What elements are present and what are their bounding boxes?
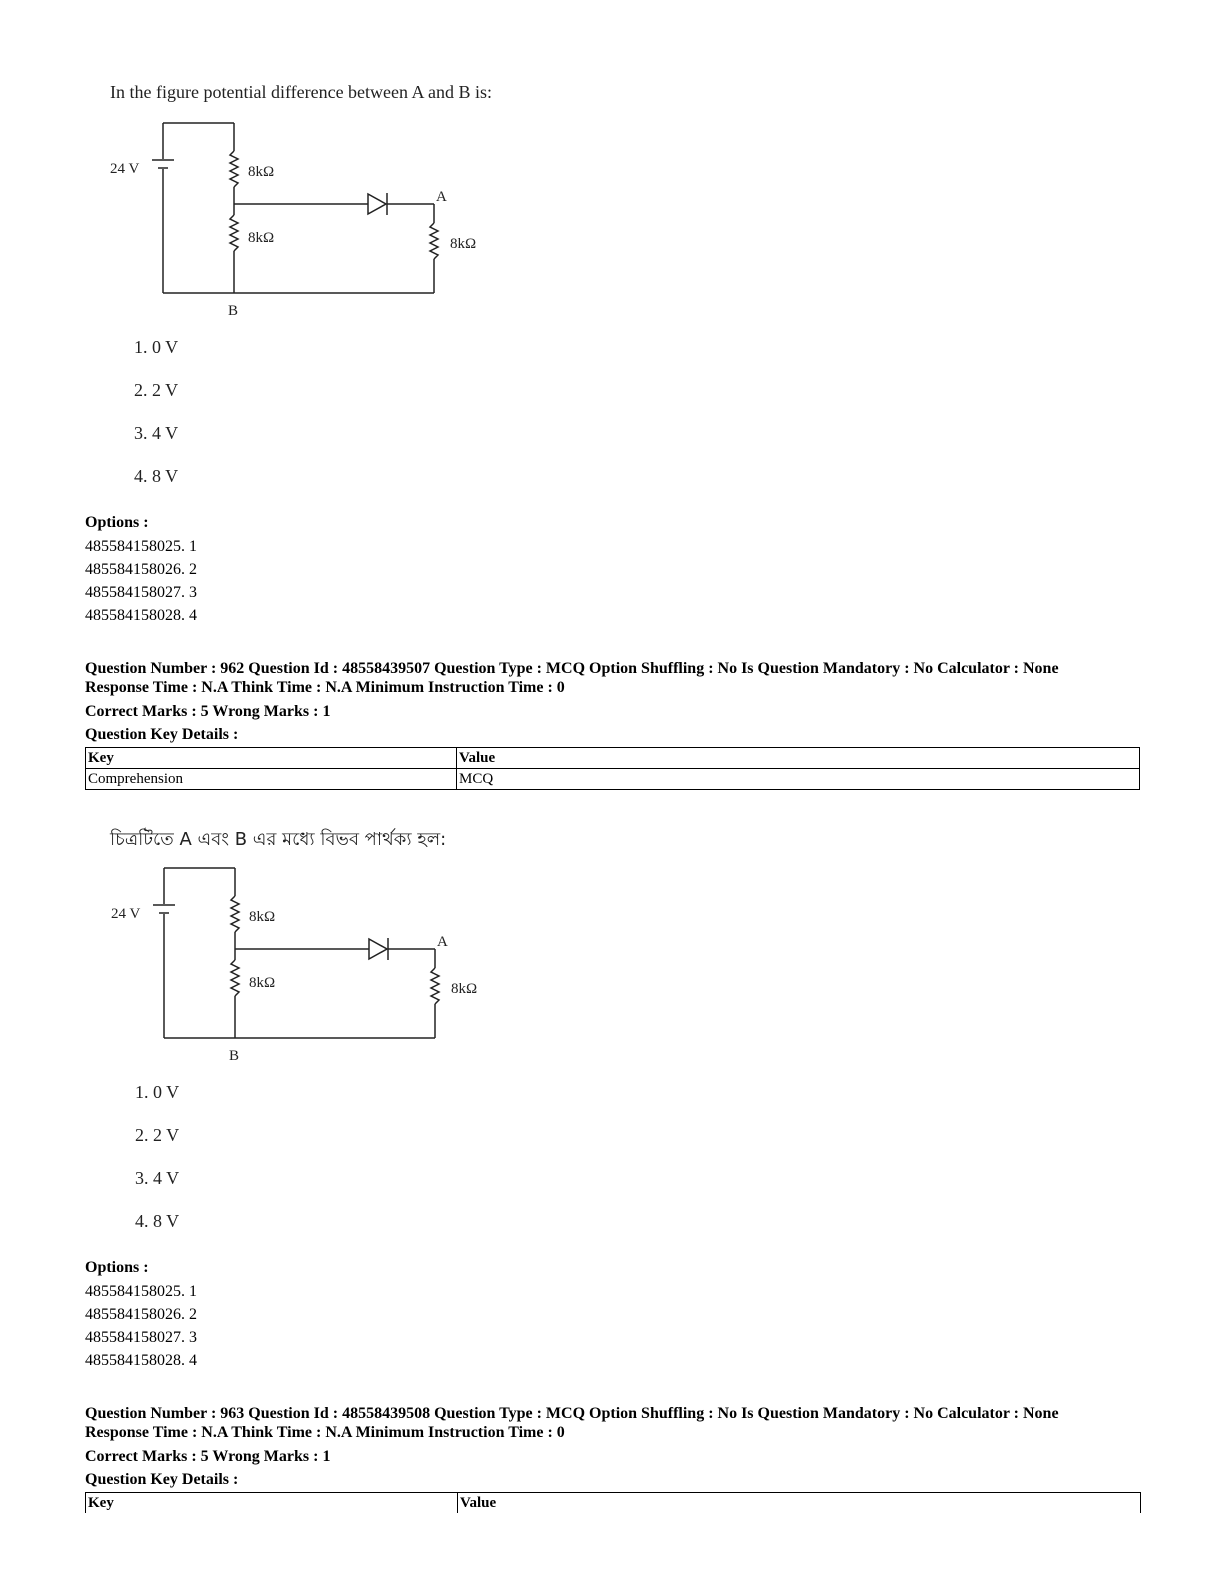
question-meta-line: Question Number : 963 Question Id : 4855… (85, 1405, 1059, 1422)
choice-3: 3. 4 V (134, 423, 179, 443)
option-id-1: 485584158025. 1 (85, 538, 197, 555)
battery-label: 24 V (110, 161, 139, 177)
key-header: Key (85, 747, 457, 769)
resistor-3-label: 8kΩ (450, 236, 476, 252)
choice-3: 3. 4 V (135, 1168, 180, 1188)
key-details-label: Question Key Details : (85, 726, 239, 743)
marks-line: Correct Marks : 5 Wrong Marks : 1 (85, 1448, 331, 1465)
resistor-2-label: 8kΩ (248, 230, 274, 246)
key-details-table: Key Value (85, 1492, 1141, 1513)
table-cell: Comprehension (85, 768, 457, 790)
option-id-4: 485584158028. 4 (85, 1352, 197, 1369)
options-label: Options : (85, 1259, 149, 1276)
resistor-1-label: 8kΩ (249, 909, 275, 925)
choice-1: 1. 0 V (134, 337, 179, 357)
key-details-label: Question Key Details : (85, 1471, 239, 1488)
choice-2: 2. 2 V (135, 1125, 180, 1145)
choice-2: 2. 2 V (134, 380, 179, 400)
table-cell: MCQ (456, 768, 1140, 790)
resistor-2-label: 8kΩ (249, 975, 275, 991)
choice-4: 4. 8 V (135, 1211, 180, 1231)
option-id-4: 485584158028. 4 (85, 607, 197, 624)
key-details-table: Key Value Comprehension MCQ (85, 747, 1140, 790)
option-id-1: 485584158025. 1 (85, 1283, 197, 1300)
timing-meta-line: Response Time : N.A Think Time : N.A Min… (85, 1424, 565, 1441)
option-id-3: 485584158027. 3 (85, 1329, 197, 1346)
battery-label: 24 V (111, 906, 140, 922)
table-header-row: Key Value (85, 747, 1140, 769)
circuit-diagram-2: 24 V 8kΩ 8kΩ 8kΩ A B (111, 867, 477, 1064)
node-b-label: B (228, 303, 238, 319)
resistor-3-label: 8kΩ (451, 981, 477, 997)
option-id-3: 485584158027. 3 (85, 584, 197, 601)
option-id-2: 485584158026. 2 (85, 561, 197, 578)
question-text-2: চিত্রটিতে A এবং B এর মধ্যে বিভব পার্থক্য… (110, 829, 447, 850)
choice-1: 1. 0 V (135, 1082, 180, 1102)
timing-meta-line: Response Time : N.A Think Time : N.A Min… (85, 679, 565, 696)
resistor-1-label: 8kΩ (248, 164, 274, 180)
table-row: Comprehension MCQ (85, 768, 1140, 790)
option-id-2: 485584158026. 2 (85, 1306, 197, 1323)
choice-4: 4. 8 V (134, 466, 179, 486)
value-header: Value (456, 747, 1140, 769)
question-meta-line: Question Number : 962 Question Id : 4855… (85, 660, 1059, 677)
options-label: Options : (85, 514, 149, 531)
circuit-diagram-1: 24 V 8kΩ 8kΩ 8kΩ A B (110, 122, 476, 319)
node-a-label: A (436, 189, 447, 205)
marks-line: Correct Marks : 5 Wrong Marks : 1 (85, 703, 331, 720)
question-text-1: In the figure potential difference betwe… (110, 82, 493, 102)
node-a-label: A (437, 934, 448, 950)
node-b-label: B (229, 1048, 239, 1064)
value-header: Value (460, 1495, 497, 1511)
key-header: Key (88, 1495, 114, 1511)
